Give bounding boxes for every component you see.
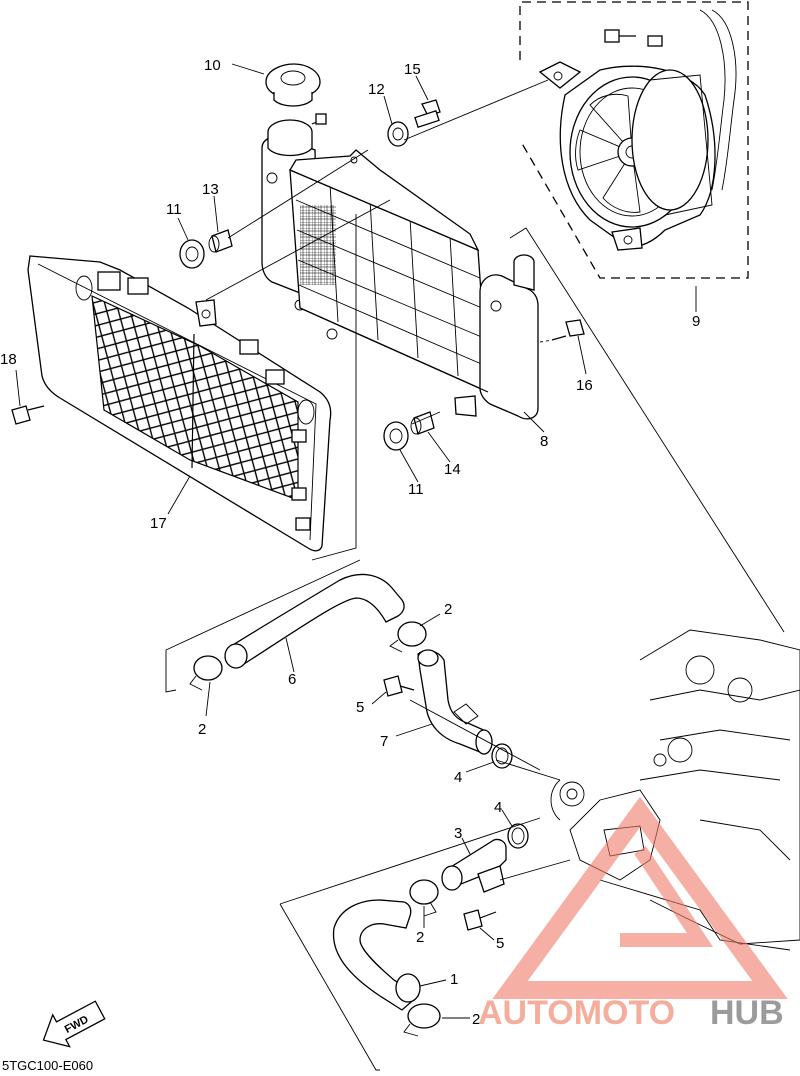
callout-9: 9 <box>692 313 700 330</box>
hose-clamp-2a <box>189 655 223 691</box>
hose-clamp-2b <box>389 621 427 653</box>
callout-6: 6 <box>288 671 296 688</box>
radiator-guard <box>27 255 332 552</box>
o-ring-4b <box>507 823 529 849</box>
callouts: 10 15 12 13 11 18 9 16 8 14 11 17 2 6 2 … <box>0 57 700 1028</box>
bolt-16 <box>539 319 585 343</box>
fan-dashed-box <box>519 1 749 279</box>
callout-4-upper: 4 <box>454 769 462 786</box>
callout-14: 14 <box>444 461 461 478</box>
bolt-5b <box>463 909 497 931</box>
radiator-fins <box>295 183 487 377</box>
callout-5-upper: 5 <box>356 699 364 716</box>
bolt-18 <box>11 405 45 425</box>
bolt-5a <box>383 675 415 697</box>
grommet-11b <box>383 421 409 451</box>
watermark-brand-part2: HUB <box>710 994 784 1032</box>
callout-2-upper-right: 2 <box>444 601 452 618</box>
collar-12 <box>387 121 409 147</box>
callout-15: 15 <box>404 61 421 78</box>
callout-7: 7 <box>380 733 388 750</box>
collar-13 <box>208 229 233 253</box>
callout-8: 8 <box>540 433 548 450</box>
callout-5-lower: 5 <box>496 935 504 952</box>
callout-11-lower: 11 <box>408 481 424 498</box>
water-pipe-7 <box>417 649 493 755</box>
hose-clamp-2d <box>403 1003 441 1037</box>
bolt-15 <box>414 99 441 128</box>
diagram-code: 5TGC100-E060 <box>2 1058 93 1073</box>
watermark-logo <box>492 796 788 999</box>
callout-16: 16 <box>576 377 593 394</box>
radiator-cap <box>265 63 321 107</box>
callout-3: 3 <box>454 825 462 842</box>
hose-clamp-2c <box>409 879 439 917</box>
radiator-hose-6 <box>224 573 405 669</box>
radiator-right-tank <box>479 274 539 420</box>
radiator-hose-1 <box>332 899 421 1011</box>
collar-14 <box>410 411 435 435</box>
callout-4-lower: 4 <box>494 799 502 816</box>
callout-2-upper-left: 2 <box>198 721 206 738</box>
guide-lines <box>165 79 785 1071</box>
radiator-group <box>261 113 539 420</box>
pipe-joint-3 <box>441 838 507 893</box>
fan-motor <box>631 69 709 211</box>
fwd-arrow: FWD <box>42 1000 106 1048</box>
grommet-11a <box>179 239 205 269</box>
callout-11-upper: 11 <box>166 201 182 218</box>
fan-assembly-group <box>519 1 749 279</box>
fan-screw <box>604 29 636 43</box>
callout-1: 1 <box>450 971 458 988</box>
watermark: AUTOMOTO HUB <box>478 796 788 1032</box>
engine-outline <box>550 629 800 951</box>
callout-2-lower-mid: 2 <box>416 929 424 946</box>
callout-17: 17 <box>150 515 167 532</box>
callout-2-bottom: 2 <box>472 1011 480 1028</box>
leader-lines <box>15 63 697 1019</box>
watermark-brand-part1: AUTOMOTO <box>478 994 675 1032</box>
o-ring-4a <box>491 743 513 769</box>
callout-18: 18 <box>0 351 17 368</box>
callout-10: 10 <box>204 57 221 74</box>
callout-13: 13 <box>202 181 219 198</box>
callout-12: 12 <box>368 81 385 98</box>
